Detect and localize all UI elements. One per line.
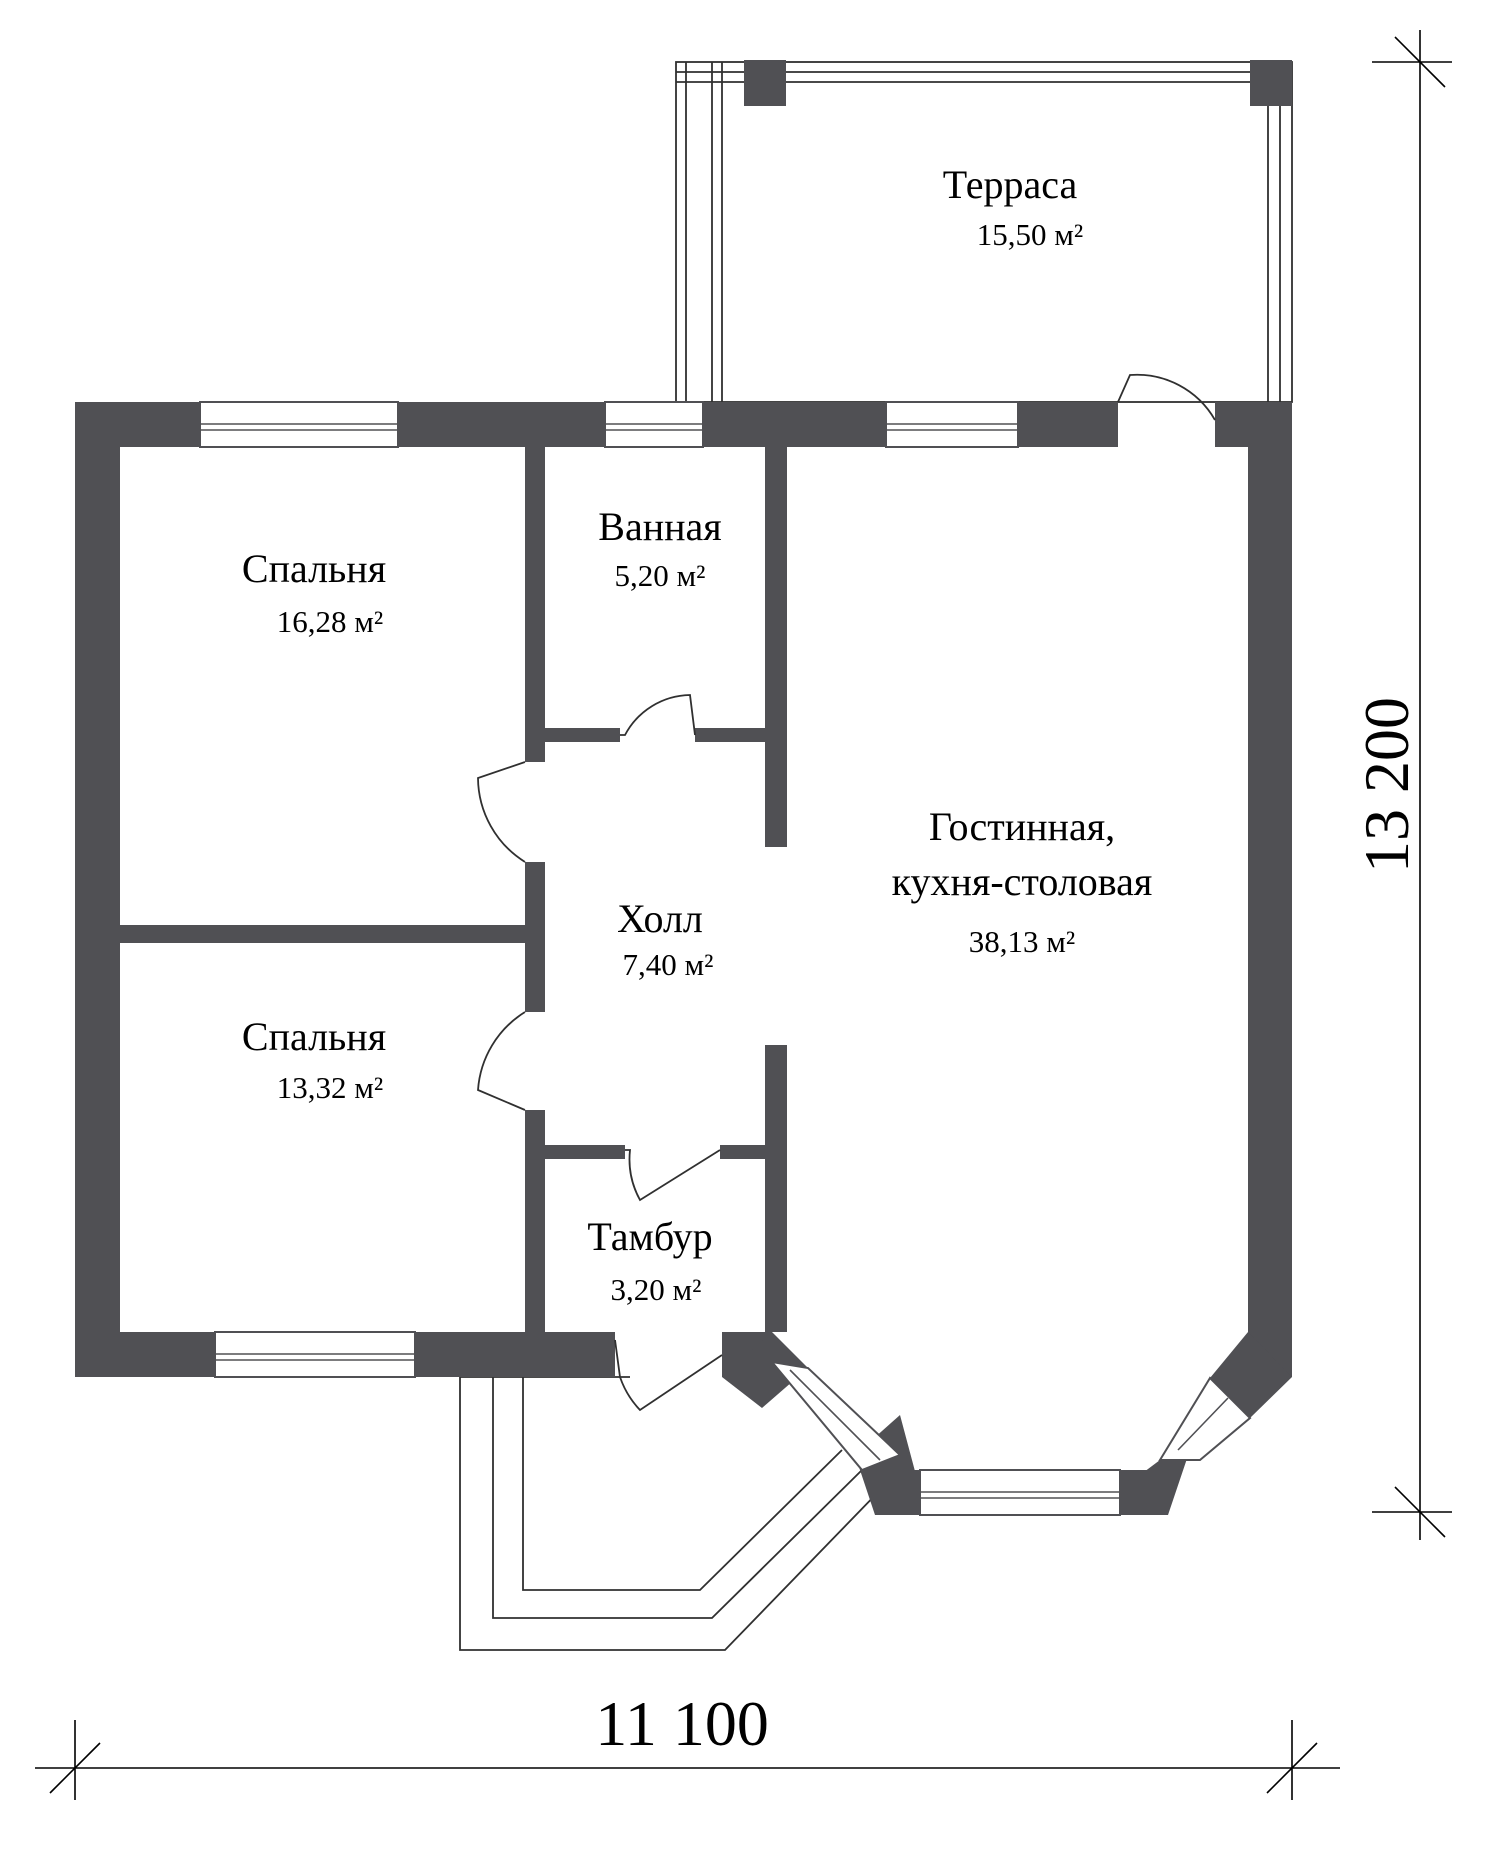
terrace-structure: [675, 60, 1293, 403]
svg-text:Спальня: Спальня: [242, 546, 386, 591]
svg-text:Тамбур: Тамбур: [587, 1214, 712, 1259]
room-label-bathroom: Ванная 5,20 м²: [598, 504, 721, 593]
svg-text:Спальня: Спальня: [242, 1014, 386, 1059]
room-label-bedroom-2: Спальня 13,32 м²: [242, 1014, 386, 1105]
dimension-height: 13 200: [1351, 30, 1452, 1540]
room-label-living: Гостинная, кухня-столовая 38,13 м²: [892, 804, 1153, 959]
svg-text:кухня-столовая: кухня-столовая: [892, 859, 1153, 904]
terrace-post: [744, 60, 786, 106]
room-label-terrace: Терраса 15,50 м²: [943, 162, 1083, 252]
svg-text:Гостинная,: Гостинная,: [929, 804, 1115, 849]
svg-text:Терраса: Терраса: [943, 162, 1078, 207]
terrace-post: [1250, 60, 1292, 106]
svg-text:3,20 м²: 3,20 м²: [611, 1272, 702, 1307]
svg-text:Ванная: Ванная: [598, 504, 721, 549]
svg-text:38,13 м²: 38,13 м²: [969, 924, 1075, 959]
svg-text:5,20 м²: 5,20 м²: [615, 558, 706, 593]
svg-text:15,50 м²: 15,50 м²: [977, 217, 1083, 252]
walls: [75, 402, 1292, 1515]
dimension-width-label: 11 100: [595, 1688, 769, 1759]
room-label-vestibule: Тамбур 3,20 м²: [587, 1214, 712, 1307]
svg-text:7,40 м²: 7,40 м²: [623, 947, 714, 982]
room-label-hall: Холл 7,40 м²: [617, 896, 713, 982]
dimension-width: 11 100: [35, 1688, 1340, 1800]
windows: [199, 401, 1252, 1516]
dimension-height-label: 13 200: [1351, 697, 1422, 873]
room-label-bedroom-1: Спальня 16,28 м²: [242, 546, 386, 639]
svg-text:13,32 м²: 13,32 м²: [277, 1070, 383, 1105]
doors: [477, 373, 1216, 1412]
svg-text:Холл: Холл: [617, 896, 703, 941]
svg-text:16,28 м²: 16,28 м²: [277, 604, 383, 639]
